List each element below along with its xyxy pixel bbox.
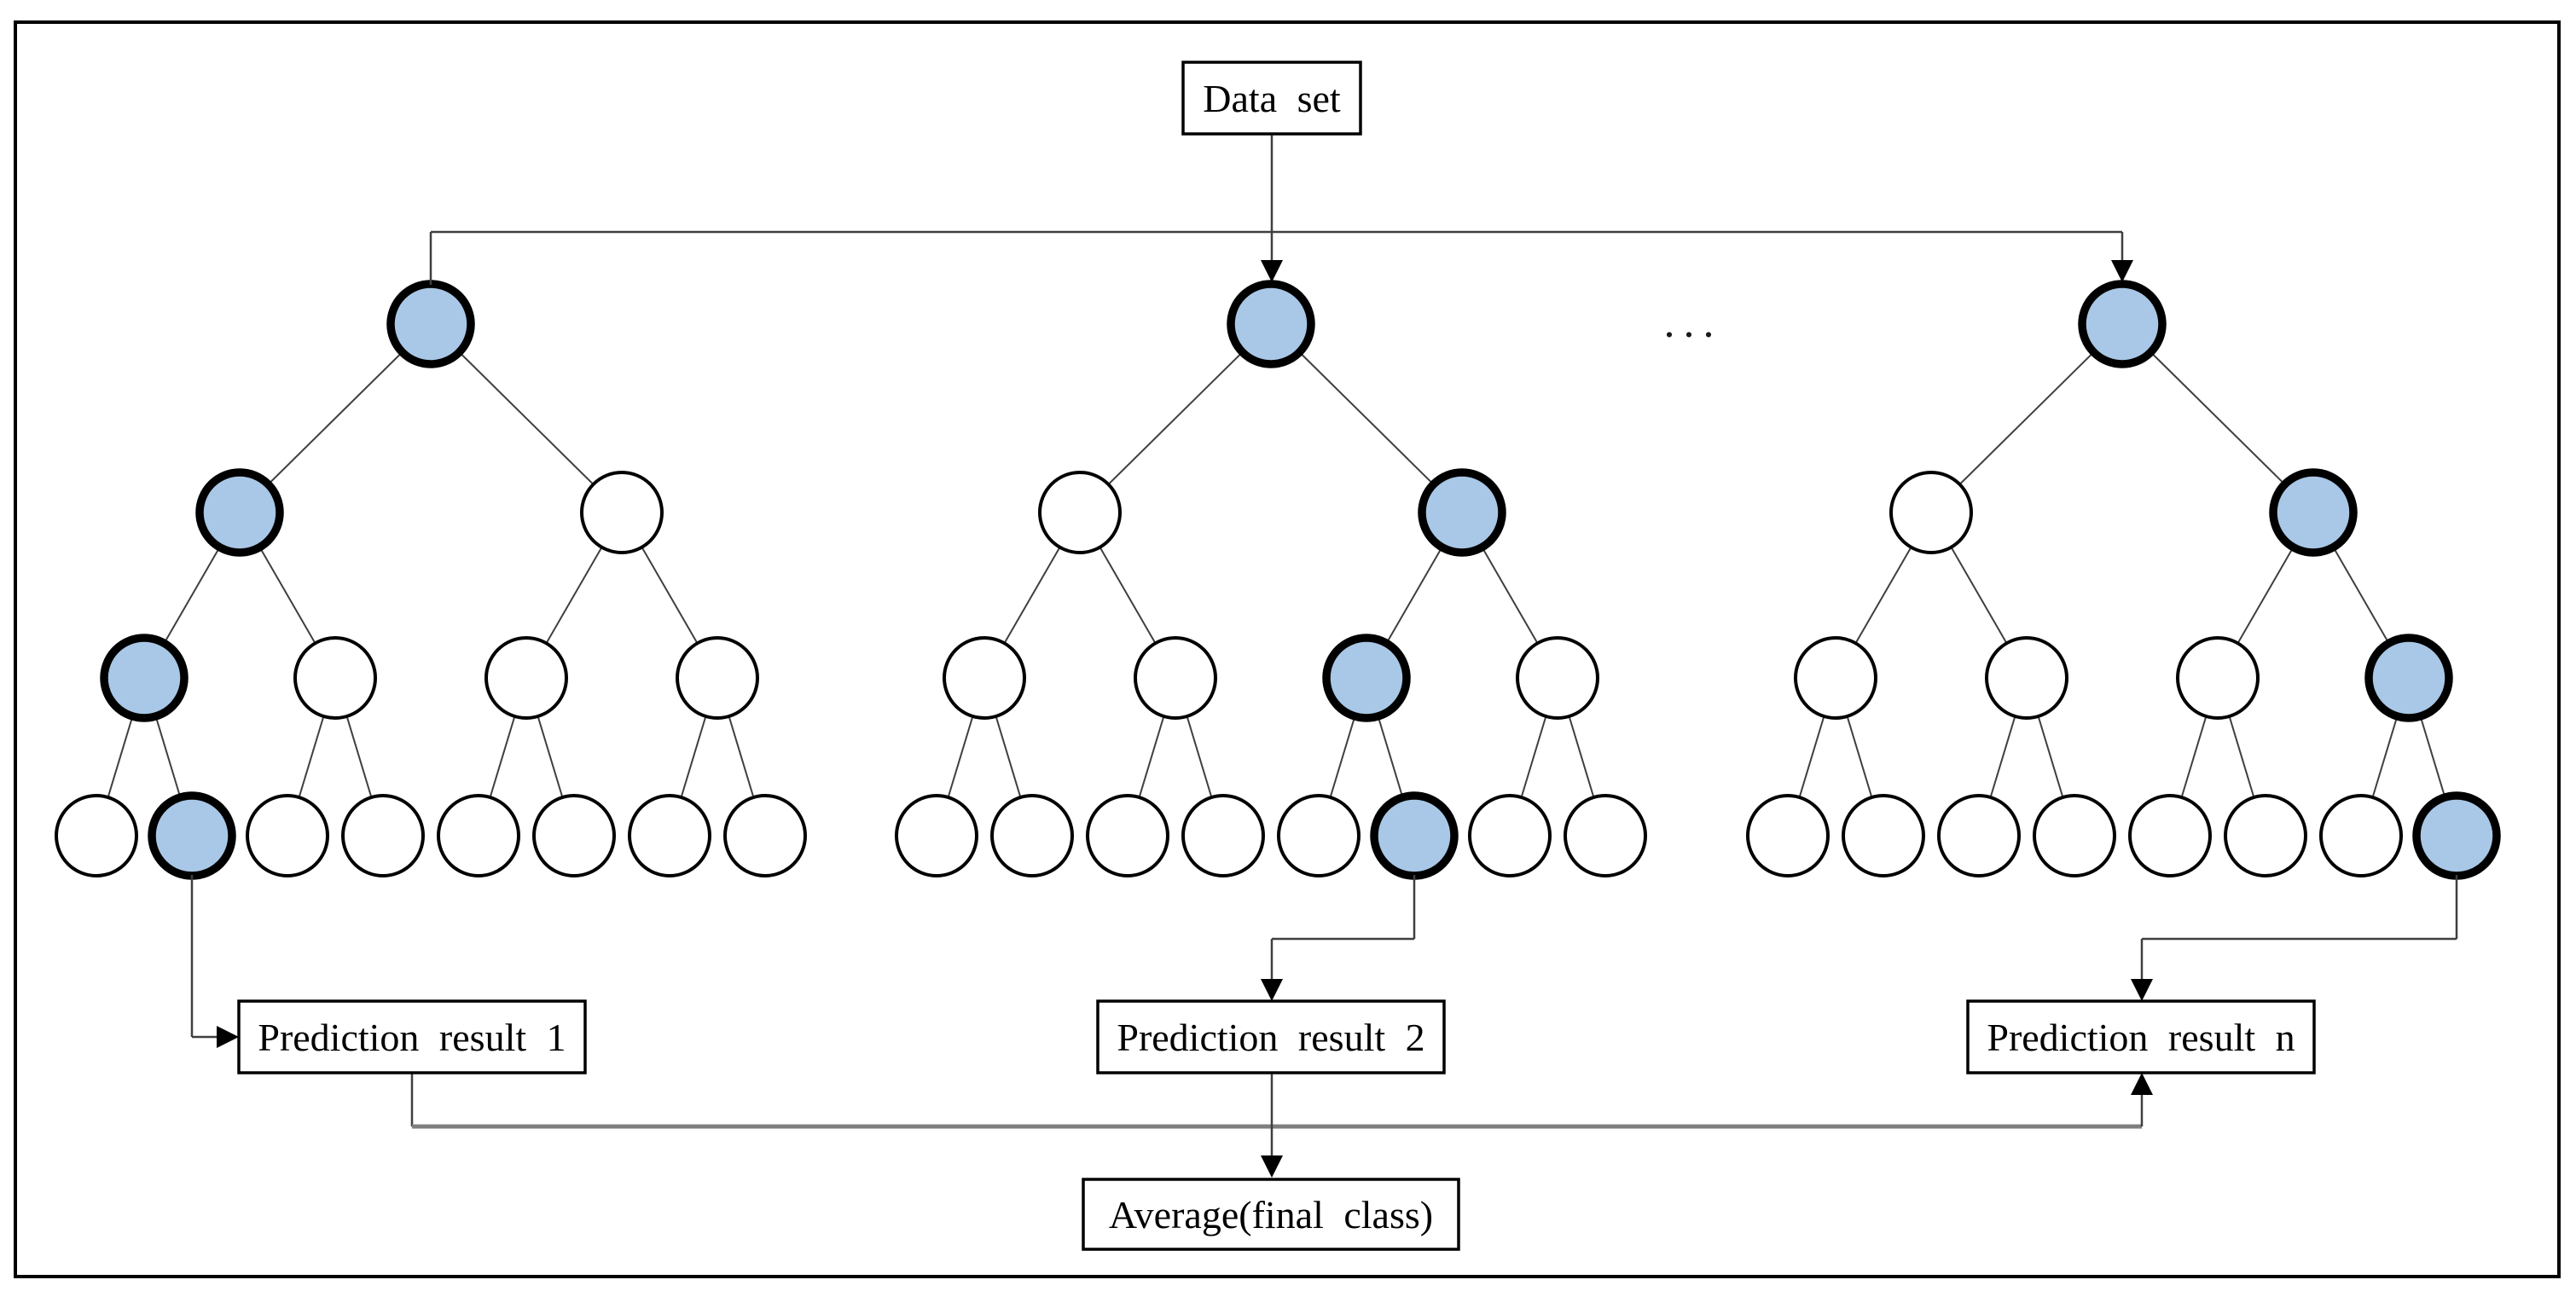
tree-3-edge [2121, 323, 2314, 513]
tree-2-node [943, 636, 1026, 720]
tree-3-node [1889, 471, 1973, 554]
tree-1-node-highlighted [386, 280, 475, 368]
tree-2-node-highlighted [1227, 280, 1315, 368]
tree-1-edge [239, 323, 432, 513]
prediction-result-2-rect [1096, 999, 1446, 1074]
dataset-box-rect [1181, 61, 1362, 136]
tree-1-node-highlighted [195, 468, 284, 557]
tree-1-node [676, 636, 759, 720]
bus-to-tree3-arrowhead [2111, 260, 2133, 282]
prediction-result-n-label: Prediction result n [1987, 1016, 2295, 1059]
prediction-result-2-box: Prediction result 2 [1096, 999, 1446, 1074]
tree-3-node-highlighted [2412, 791, 2501, 880]
tree-1-node [484, 636, 568, 720]
tree-2-node [1038, 471, 1122, 554]
tree-3-node [1794, 636, 1877, 720]
tree-1-node [437, 794, 520, 877]
tree-2-node [1277, 794, 1361, 877]
tree-1-node [580, 471, 664, 554]
tree-2-node-highlighted [1418, 468, 1506, 557]
dataset-box-label: Data set [1203, 77, 1341, 120]
tree3-leaf-to-resultn-arrowhead [2131, 979, 2153, 1001]
tree-3-node [1937, 794, 2021, 877]
tree-2-node [1086, 794, 1169, 877]
tree-2-node-highlighted [1322, 634, 1411, 722]
tree-3-node [1985, 636, 2068, 720]
tree2-leaf-to-result2-arrowhead [1261, 979, 1283, 1001]
tree-1-node [55, 794, 138, 877]
tree-2-node [895, 794, 978, 877]
prediction-result-n-rect [1966, 999, 2316, 1074]
tree-3-node [2128, 794, 2212, 877]
average-final-class-rect [1082, 1178, 1460, 1251]
tree-3-node [1842, 794, 1925, 877]
tree-3-edge [1930, 323, 2123, 513]
tree-2-node [1181, 794, 1265, 877]
prediction-result-2-label: Prediction result 2 [1117, 1016, 1424, 1059]
trees-ellipsis: ... [1664, 298, 1723, 347]
prediction-result-1-label: Prediction result 1 [258, 1016, 566, 1059]
prediction-result-n-box: Prediction result n [1966, 999, 2316, 1074]
tree-3-node-highlighted [2078, 280, 2167, 368]
average-final-class-box: Average(final class) [1082, 1178, 1460, 1251]
tree-2-node [990, 794, 1074, 877]
tree-1-edge [430, 323, 623, 513]
result2-to-average-arrowhead [1261, 1155, 1283, 1178]
trees-and-connectors-layer [55, 134, 2501, 1178]
tree-1-node [246, 794, 329, 877]
tree-3-node [2033, 794, 2116, 877]
tree-1-node-highlighted [148, 791, 236, 880]
tree-1-node [293, 636, 377, 720]
tree-3-node [1746, 794, 1830, 877]
tree-1-node [341, 794, 425, 877]
tree-2-node [1564, 794, 1647, 877]
tree-1-node [628, 794, 711, 877]
tree-1-node [532, 794, 616, 877]
tree1-leaf-to-result1-arrowhead [217, 1026, 239, 1048]
tree-2-edge [1079, 323, 1272, 513]
tree-2-node [1134, 636, 1217, 720]
tree-2-node-highlighted [1370, 791, 1459, 880]
tree-3-node-highlighted [2364, 634, 2453, 722]
tree-3-node [2176, 636, 2260, 720]
figure-border [14, 20, 2561, 1278]
tree-1-node-highlighted [100, 634, 189, 722]
prediction-result-1-rect [237, 999, 587, 1074]
tree-3-node [2224, 794, 2307, 877]
tree-3-node [2319, 794, 2403, 877]
tree-2-edge [1270, 323, 1463, 513]
tree-2-node [1468, 794, 1552, 877]
prediction-result-1-box: Prediction result 1 [237, 999, 587, 1074]
average-final-class-label: Average(final class) [1109, 1193, 1433, 1236]
bus-to-resultn-arrowhead [2131, 1073, 2153, 1095]
tree-3-node-highlighted [2269, 468, 2358, 557]
dataset-to-tree2-arrowhead [1261, 260, 1283, 282]
tree-2-node [1516, 636, 1599, 720]
tree-1-node [723, 794, 807, 877]
dataset-box: Data set [1181, 61, 1362, 136]
